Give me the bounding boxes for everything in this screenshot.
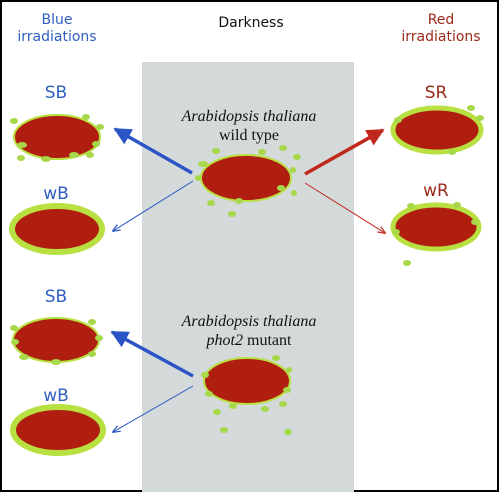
cell-blue-strong-top bbox=[10, 114, 104, 162]
mutant-species: Arabidopsis thaliana bbox=[181, 313, 317, 330]
arrow-strong-blue-top bbox=[113, 127, 193, 175]
cell-red-strong bbox=[390, 105, 484, 155]
tag-sr: SR bbox=[424, 83, 448, 103]
cell-blue-strong-bottom bbox=[10, 317, 103, 365]
cell-phot2-mutant bbox=[201, 355, 292, 435]
arrow-weak-blue-bottom bbox=[113, 385, 194, 432]
red-header-line2: irradiations bbox=[401, 29, 481, 45]
darkness-panel bbox=[142, 62, 354, 492]
cell-blue-weak-top bbox=[9, 203, 105, 255]
wild-species: Arabidopsis thaliana bbox=[181, 108, 317, 125]
darkness-header: Darkness bbox=[218, 15, 284, 31]
tag-wr: wR bbox=[423, 181, 449, 201]
mutant-gene: phot2 bbox=[206, 332, 243, 349]
red-header-line1: Red bbox=[427, 12, 455, 28]
blue-irradiations-header: Blue irradiations bbox=[6, 12, 108, 46]
red-irradiations-header: Red irradiations bbox=[388, 12, 494, 46]
tag-sb-bottom: SB bbox=[44, 287, 68, 307]
blue-header-line2: irradiations bbox=[17, 29, 97, 45]
arrow-weak-red bbox=[304, 182, 385, 233]
cell-wild-type bbox=[195, 145, 301, 217]
arrow-weak-blue-top bbox=[113, 180, 194, 231]
tag-sb-top: SB bbox=[44, 83, 68, 103]
tag-wb-top: wB bbox=[43, 184, 69, 204]
wild-type-label: Arabidopsis thaliana wild type bbox=[160, 107, 338, 145]
mutant-suffix: mutant bbox=[243, 332, 292, 349]
mutant-label: Arabidopsis thaliana phot2 mutant bbox=[160, 312, 338, 350]
tag-wb-bottom: wB bbox=[43, 386, 69, 406]
blue-header-line1: Blue bbox=[41, 12, 73, 28]
wild-strain: wild type bbox=[219, 127, 279, 144]
cell-red-weak bbox=[390, 202, 482, 266]
cell-blue-weak-bottom bbox=[10, 404, 106, 456]
arrow-strong-red bbox=[304, 128, 385, 176]
arrow-strong-blue-bottom bbox=[110, 330, 194, 378]
